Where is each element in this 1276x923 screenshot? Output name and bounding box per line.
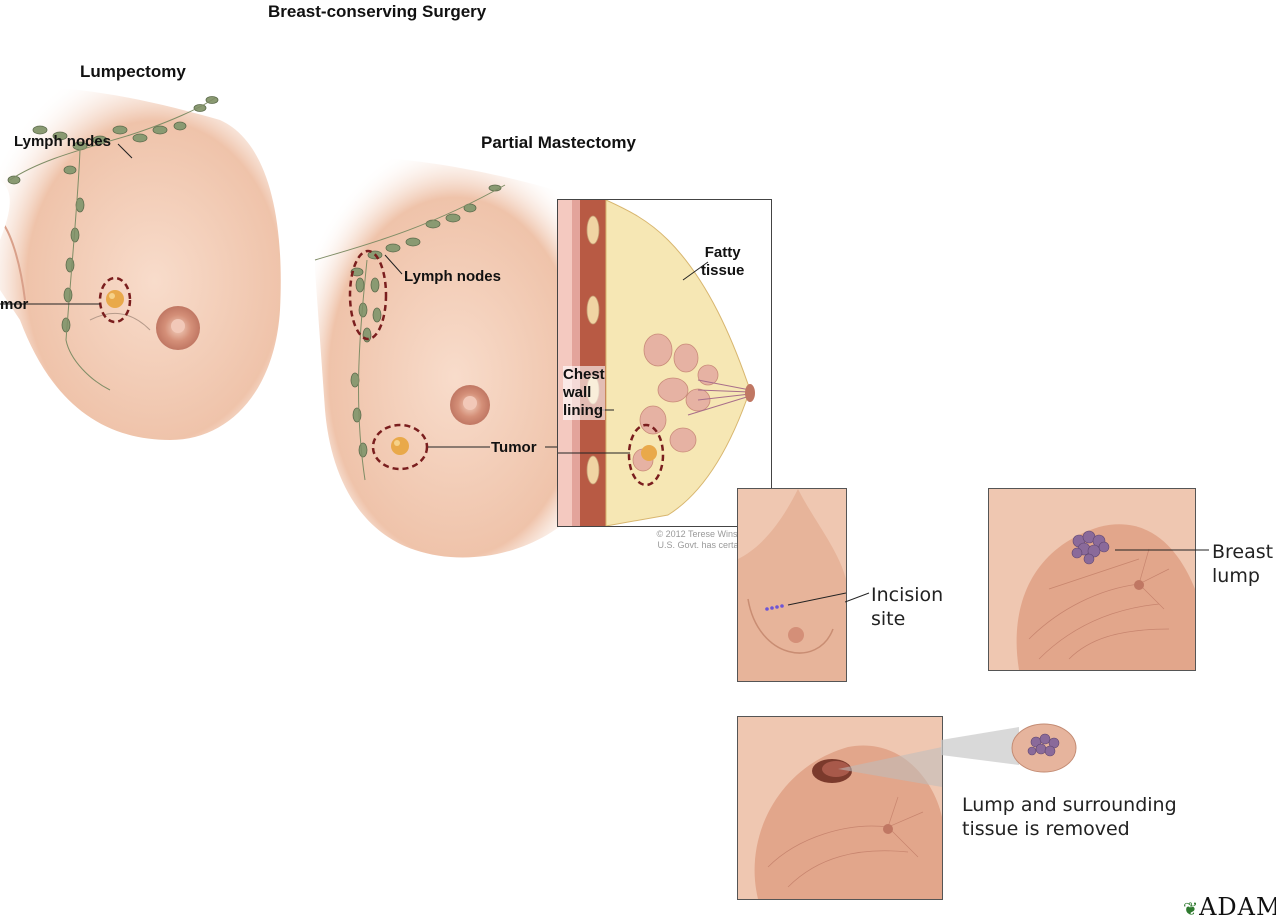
figure-title: Breast-conserving Surgery <box>268 2 487 21</box>
inset-tumor-outline <box>627 423 665 487</box>
incision-panel <box>737 488 847 682</box>
fatty-label: Fatty tissue <box>701 244 745 279</box>
incision-label: Incision site <box>871 584 944 630</box>
chest-wall-label: Chest wall lining <box>563 366 605 420</box>
partial-breast-shape <box>315 157 595 558</box>
glandular-lobules <box>632 333 719 472</box>
removed-lump-specimen <box>1008 718 1080 774</box>
incision-marks <box>765 604 784 611</box>
copyright-note: © 2012 Terese Winslow LLC U.S. Govt. has… <box>656 529 770 550</box>
leaf-icon: ❦ <box>1183 899 1200 920</box>
lumpectomy-tumor-label: mor <box>0 296 29 313</box>
lump-removed-label: Lump and surrounding tissue is removed <box>962 794 1177 840</box>
lumpectomy-lymph-label: Lymph nodes <box>14 133 111 150</box>
partial-mastectomy-illustration <box>305 150 595 590</box>
breast-lump-panel <box>988 488 1196 671</box>
partial-lymph-outline <box>348 249 388 341</box>
partial-tumor-label: Tumor <box>491 439 537 456</box>
lump-mass <box>1071 530 1110 565</box>
cross-section-inset: Fatty tissue Chest wall lining <box>557 199 772 527</box>
partial-tumor <box>391 437 409 455</box>
lumpectomy-tumor <box>106 290 124 308</box>
partial-tumor-outline <box>371 423 429 471</box>
incision-nipple <box>788 627 804 643</box>
breast-lump-label: Breast lump <box>1212 541 1274 587</box>
lump-removed-panel <box>737 716 943 900</box>
partial-mastectomy-heading: Partial Mastectomy <box>481 133 636 152</box>
adam-logo: ❦ADAM <box>1183 893 1276 921</box>
lumpectomy-illustration <box>0 60 290 530</box>
lumpectomy-heading: Lumpectomy <box>80 62 186 81</box>
lumpectomy-tumor-outline <box>98 276 132 324</box>
partial-lymph-label: Lymph nodes <box>404 268 501 285</box>
inset-tumor <box>641 445 657 461</box>
